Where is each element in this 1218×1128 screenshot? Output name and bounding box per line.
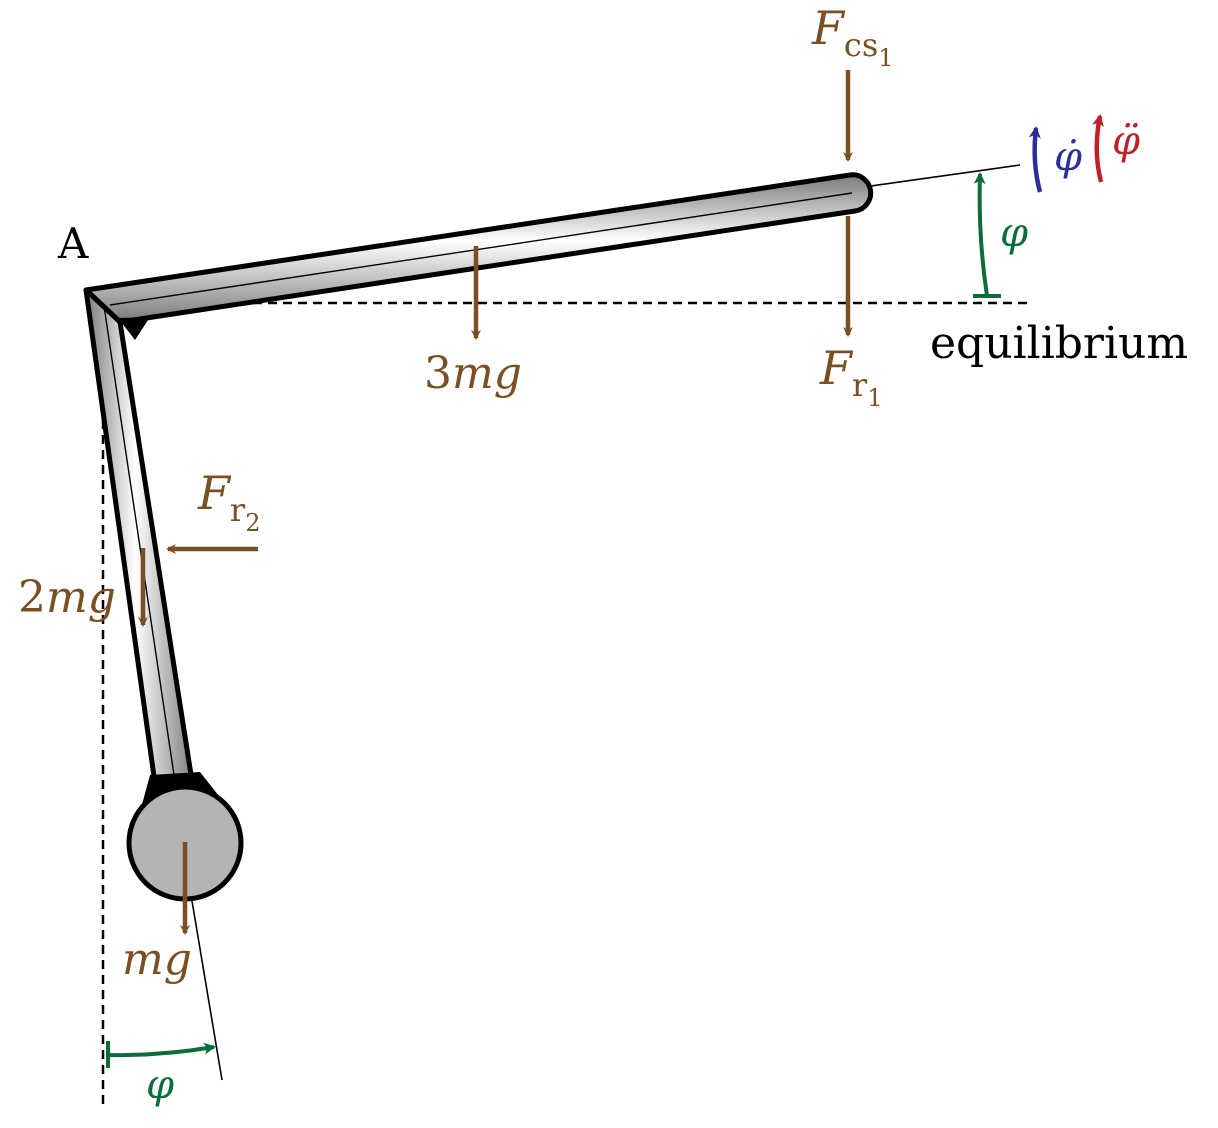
- f-r2-subsub: 2: [245, 509, 260, 537]
- weight-beam-label: 3mg: [424, 348, 522, 399]
- weight-beam-coef: 3: [424, 348, 452, 399]
- angular-velocity-label: φ̇: [1054, 134, 1082, 180]
- f-r2-sub: r: [230, 491, 246, 529]
- angle-upper: [973, 172, 1001, 298]
- horizontal-beam: [83, 172, 874, 325]
- angular-velocity-arrow: [1028, 126, 1043, 193]
- f-r1-main: F: [819, 341, 854, 395]
- angular-acceleration-arrow: [1092, 114, 1104, 183]
- angle-lower-label: φ: [146, 1062, 174, 1108]
- f-r1-label: Fr1: [819, 341, 883, 412]
- weight-arm-coef: 2: [18, 572, 46, 623]
- weight-beam-sym: mg: [452, 348, 522, 399]
- f-cs1-main: F: [811, 1, 846, 55]
- f-r2-main: F: [197, 466, 232, 520]
- f-cs1-subsub: 1: [878, 44, 893, 72]
- f-r2-label: Fr2: [197, 466, 261, 537]
- weight-mass-sym: mg: [122, 934, 192, 985]
- angle-lower: [106, 1041, 216, 1068]
- equilibrium-label: equilibrium: [930, 318, 1188, 369]
- corner-gusset: [118, 317, 150, 340]
- f-r1-sub: r: [852, 366, 868, 404]
- f-cs1-sub: cs: [844, 26, 878, 64]
- weight-mass-label: mg: [122, 934, 192, 985]
- angle-upper-label: φ: [1000, 210, 1028, 256]
- weight-arm-sym: mg: [46, 572, 116, 623]
- pivot-label: A: [57, 219, 89, 268]
- f-cs1-label: Fcs1: [811, 1, 894, 72]
- weight-arm-label: 2mg: [18, 572, 116, 623]
- f-r1-subsub: 1: [867, 384, 882, 412]
- angular-acceleration-label: φ̈: [1112, 118, 1140, 164]
